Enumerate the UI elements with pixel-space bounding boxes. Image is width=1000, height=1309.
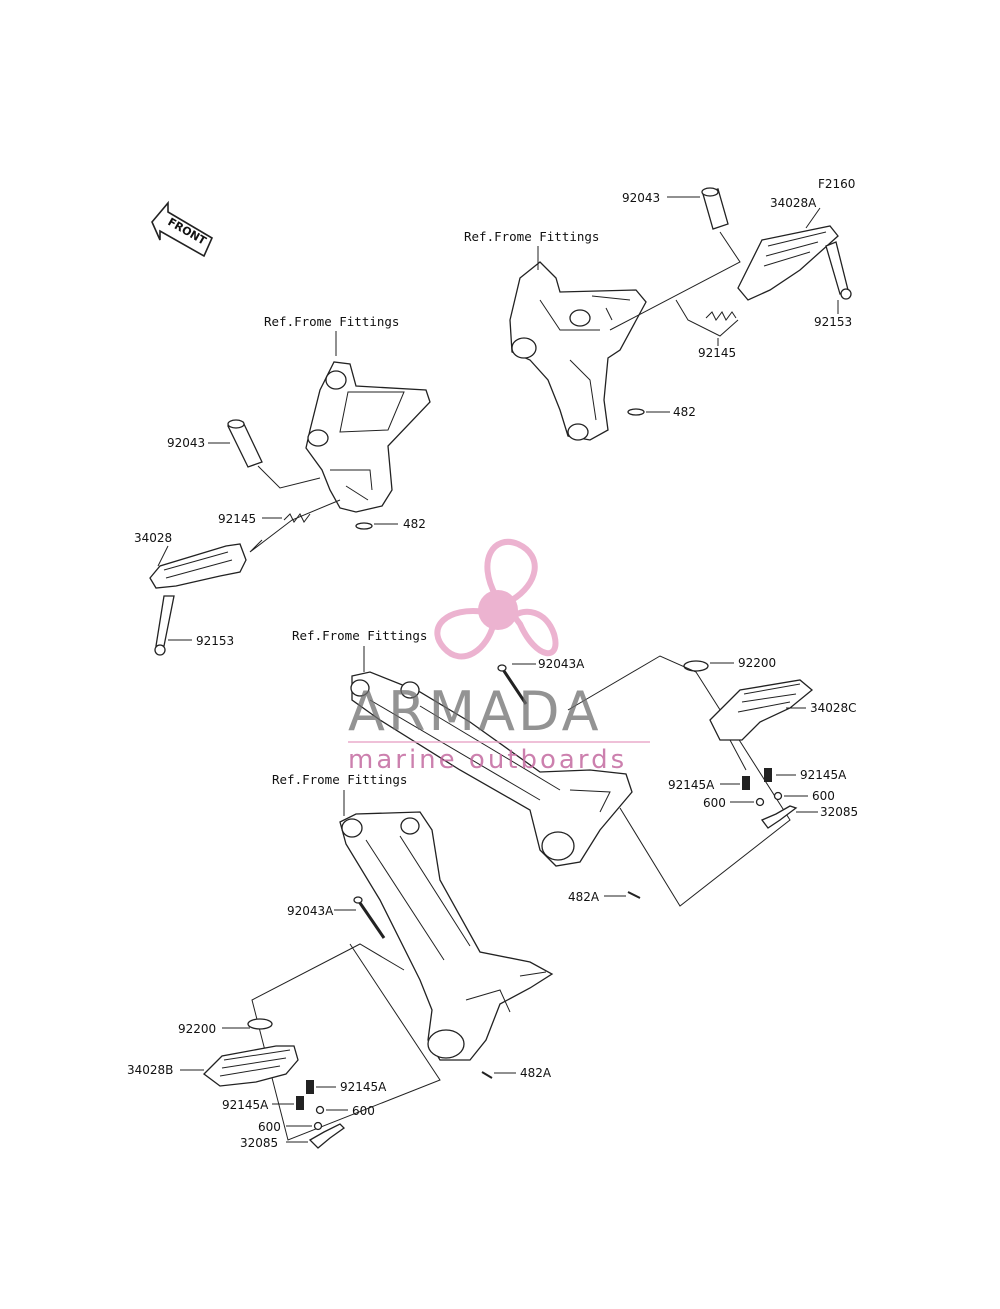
footpeg-34028A <box>737 225 839 301</box>
part-92153-left: 92153 <box>196 634 234 648</box>
footpeg-34028C <box>709 679 814 771</box>
part-92145A-r2: 92145A <box>800 768 847 782</box>
footpeg-34028B <box>203 1045 299 1087</box>
pin-92153-left <box>154 595 175 656</box>
part-482-left: 482 <box>403 517 426 531</box>
part-482-right: 482 <box>673 405 696 419</box>
part-92145A-r1: 92145A <box>668 778 715 792</box>
part-34028A: 34028A <box>770 196 817 210</box>
watermark-brand: ARMADA <box>348 680 602 743</box>
middle-rear-bracket <box>350 671 633 867</box>
part-32085-right: 32085 <box>820 805 858 819</box>
part-92200-right: 92200 <box>738 656 776 670</box>
part-92145A-l1: 92145A <box>340 1080 387 1094</box>
spring-92145A-right-1 <box>742 776 750 790</box>
spring-92145A-left-2 <box>296 1096 304 1110</box>
pin-482A-left <box>481 1071 493 1079</box>
part-34028C: 34028C <box>810 701 857 715</box>
part-92145-right: 92145 <box>698 346 736 360</box>
spring-92145A-right-2 <box>764 768 772 782</box>
ref-label-upper-left: Ref.Frome Fittings <box>264 314 399 329</box>
part-482A-left: 482A <box>520 1066 552 1080</box>
part-92043A-left: 92043A <box>287 904 334 918</box>
ball-600-right-1 <box>755 797 765 807</box>
upper-right-bracket <box>509 261 647 441</box>
ref-label-lower: Ref.Frome Fittings <box>272 772 407 787</box>
part-600-r1: 600 <box>703 796 726 810</box>
spring-92145A-left-1 <box>306 1080 314 1094</box>
watermark-tagline: marine outboards <box>348 745 627 775</box>
part-482A-right: 482A <box>568 890 600 904</box>
clip-482-left <box>355 522 373 530</box>
bolt-92043A-left <box>353 896 386 939</box>
pin-92043-left <box>227 419 263 468</box>
part-92200-left: 92200 <box>178 1022 216 1036</box>
clip-482-right <box>627 408 645 416</box>
part-600-l2: 600 <box>258 1120 281 1134</box>
front-arrow-icon: FRONT <box>151 200 214 258</box>
watermark-logo-icon <box>434 539 559 660</box>
bolt-92043A-right <box>497 664 528 705</box>
ball-600-left-1 <box>315 1105 325 1115</box>
pin-92153-right <box>825 241 852 300</box>
lever-32085-right <box>760 805 798 829</box>
part-92145A-l2: 92145A <box>222 1098 269 1112</box>
part-92043-left: 92043 <box>167 436 205 450</box>
lower-rear-bracket <box>339 811 554 1061</box>
part-34028B: 34028B <box>127 1063 173 1077</box>
spring-92145-right <box>705 311 737 321</box>
part-32085-left: 32085 <box>240 1136 278 1150</box>
ref-label-upper-right: Ref.Frome Fittings <box>464 229 599 244</box>
ball-600-left-2 <box>313 1121 323 1131</box>
ref-label-middle: Ref.Frome Fittings <box>292 628 427 643</box>
pin-482A-right <box>627 891 641 899</box>
part-92043-upper: 92043 <box>622 191 660 205</box>
footpeg-34028 <box>149 543 247 589</box>
diagram-code: F2160 <box>818 177 855 191</box>
part-600-l1: 600 <box>352 1104 375 1118</box>
pin-92043-upper <box>701 187 729 230</box>
lever-32085-left <box>308 1123 346 1149</box>
part-34028: 34028 <box>134 531 172 545</box>
ball-600-right-2 <box>773 791 783 801</box>
washer-92200-left <box>247 1018 273 1030</box>
part-92153-right: 92153 <box>814 315 852 329</box>
part-600-r2: 600 <box>812 789 835 803</box>
part-92145-left: 92145 <box>218 512 256 526</box>
washer-92200-right <box>683 660 709 672</box>
upper-left-bracket <box>305 361 431 513</box>
part-92043A-right: 92043A <box>538 657 585 671</box>
